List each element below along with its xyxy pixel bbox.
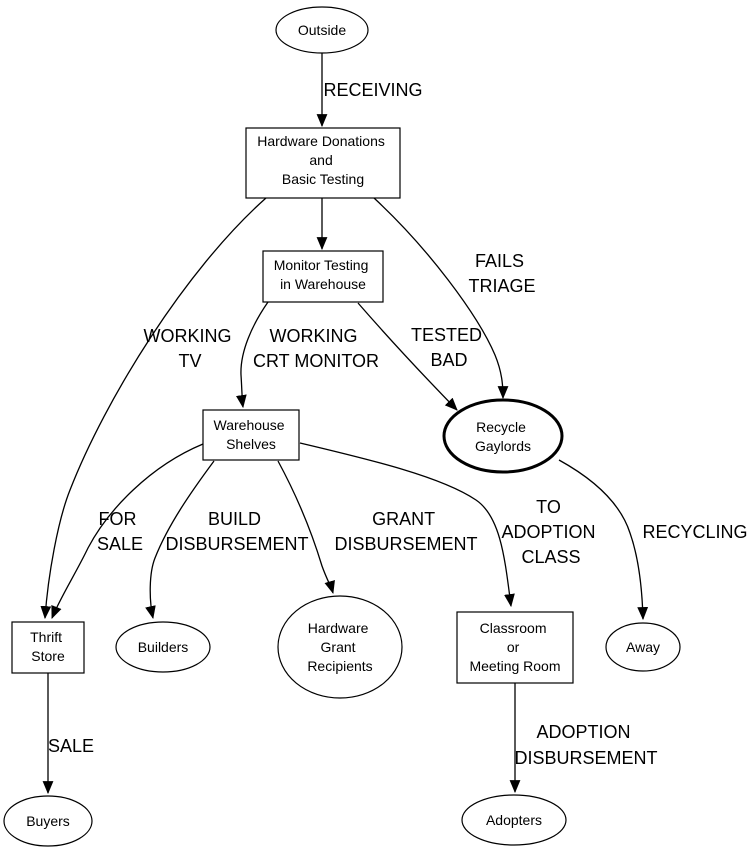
edge-warehouse-shelves-to-hardware-grant-recipients: GRANT DISBURSEMENT bbox=[277, 460, 478, 595]
edge-label-adoption-disbursement: ADOPTION DISBURSEMENT bbox=[514, 722, 657, 768]
edge-warehouse-shelves-to-thrift-store: FOR SALE bbox=[51, 443, 204, 620]
node-recycle-gaylords-label: Recycle Gaylords bbox=[475, 419, 531, 454]
node-hardware-grant-recipients-label: Hardware Grant Recipients bbox=[307, 620, 372, 674]
edge-label-grant-disbursement: GRANT DISBURSEMENT bbox=[334, 509, 477, 554]
node-hardware-donations: Hardware Donations and Basic Testing bbox=[245, 127, 401, 199]
node-away-shape bbox=[605, 622, 681, 672]
node-adopters-label: Adopters bbox=[486, 812, 542, 828]
node-hardware-grant-recipients: Hardware Grant Recipients bbox=[277, 595, 403, 699]
node-hardware-grant-recipients-shape bbox=[277, 595, 403, 699]
node-warehouse-shelves-shape bbox=[202, 409, 300, 461]
edge-monitor-testing-to-recycle-gaylords: TESTED BAD bbox=[357, 302, 487, 411]
node-monitor-testing: Monitor Testing in Warehouse bbox=[262, 250, 384, 303]
edge-label-build-disbursement: BUILD DISBURSEMENT bbox=[165, 509, 308, 554]
node-away-label: Away bbox=[626, 639, 660, 655]
node-classroom-meeting-room-label: Classroom or Meeting Room bbox=[469, 620, 560, 674]
edge-label-tested-bad: TESTED BAD bbox=[411, 325, 487, 370]
edge-monitor-testing-to-warehouse-shelves: WORKING CRT MONITOR bbox=[235, 301, 379, 409]
node-builders: Builders bbox=[115, 621, 211, 673]
edge-for-sale-path bbox=[51, 443, 204, 620]
edge-hardware-donations-to-recycle-gaylords: FAILS TRIAGE bbox=[373, 197, 536, 400]
nodes-layer: Outside Hardware Donations and Basic Tes… bbox=[3, 6, 681, 847]
node-buyers-label: Buyers bbox=[26, 813, 70, 829]
node-monitor-testing-label: Monitor Testing in Warehouse bbox=[274, 257, 373, 292]
edge-label-for-sale: FOR SALE bbox=[97, 509, 143, 554]
node-buyers-shape bbox=[3, 795, 93, 847]
edge-thrift-store-to-buyers: SALE bbox=[42, 673, 94, 795]
node-recycle-gaylords: Recycle Gaylords bbox=[442, 398, 564, 474]
node-hardware-donations-label: Hardware Donations and Basic Testing bbox=[257, 133, 389, 187]
node-recycle-gaylords-shape bbox=[442, 398, 564, 474]
edge-to-adoption-class-path bbox=[299, 442, 515, 608]
node-outside-label: Outside bbox=[298, 22, 346, 38]
node-thrift-store: Thrift Store bbox=[11, 621, 85, 674]
edges-layer: RECEIVING WORKING TV FAILS TRIAGE bbox=[40, 53, 748, 795]
node-warehouse-shelves: Warehouse Shelves bbox=[202, 409, 300, 461]
node-warehouse-shelves-label: Warehouse Shelves bbox=[214, 417, 289, 452]
edge-label-receiving: RECEIVING bbox=[323, 80, 422, 100]
edge-grant-disbursement-path bbox=[277, 460, 335, 595]
edge-label-to-adoption-class: TO ADOPTION CLASS bbox=[501, 497, 600, 567]
node-buyers: Buyers bbox=[3, 795, 93, 847]
edge-warehouse-shelves-to-classroom: TO ADOPTION CLASS bbox=[299, 442, 600, 608]
edge-label-working-tv: WORKING TV bbox=[143, 326, 236, 371]
node-away: Away bbox=[605, 622, 681, 672]
node-builders-shape bbox=[115, 621, 211, 673]
node-builders-label: Builders bbox=[138, 639, 189, 655]
node-thrift-store-label: Thrift Store bbox=[30, 629, 66, 664]
node-classroom-meeting-room-shape bbox=[456, 611, 574, 684]
edge-fails-triage-path bbox=[373, 197, 509, 400]
edge-label-fails-triage: FAILS TRIAGE bbox=[468, 251, 535, 296]
edge-label-sale: SALE bbox=[48, 736, 94, 756]
node-hardware-donations-shape bbox=[245, 127, 401, 199]
node-outside: Outside bbox=[275, 6, 369, 54]
edge-label-recycling: RECYCLING bbox=[642, 522, 747, 542]
node-adopters-shape bbox=[461, 794, 567, 846]
edge-build-disbursement-path bbox=[145, 460, 215, 620]
edge-hardware-donations-to-thrift-store: WORKING TV bbox=[40, 197, 267, 620]
node-monitor-testing-shape bbox=[262, 250, 384, 303]
edge-warehouse-shelves-to-builders: BUILD DISBURSEMENT bbox=[145, 460, 309, 620]
edge-working-crt-monitor-path bbox=[235, 301, 269, 409]
edge-recycle-gaylords-to-away: RECYCLING bbox=[558, 459, 748, 621]
edge-label-working-crt-monitor: WORKING CRT MONITOR bbox=[253, 326, 379, 371]
node-adopters: Adopters bbox=[461, 794, 567, 846]
edge-tested-bad-path bbox=[357, 302, 458, 411]
node-outside-shape bbox=[275, 6, 369, 54]
edge-working-tv-path bbox=[40, 197, 267, 620]
edge-classroom-to-adopters: ADOPTION DISBURSEMENT bbox=[509, 683, 658, 794]
node-thrift-store-shape bbox=[11, 621, 85, 674]
edge-recycling-path bbox=[558, 459, 649, 621]
node-classroom-meeting-room: Classroom or Meeting Room bbox=[456, 611, 574, 684]
edge-outside-to-hardware-donations: RECEIVING bbox=[316, 53, 423, 128]
